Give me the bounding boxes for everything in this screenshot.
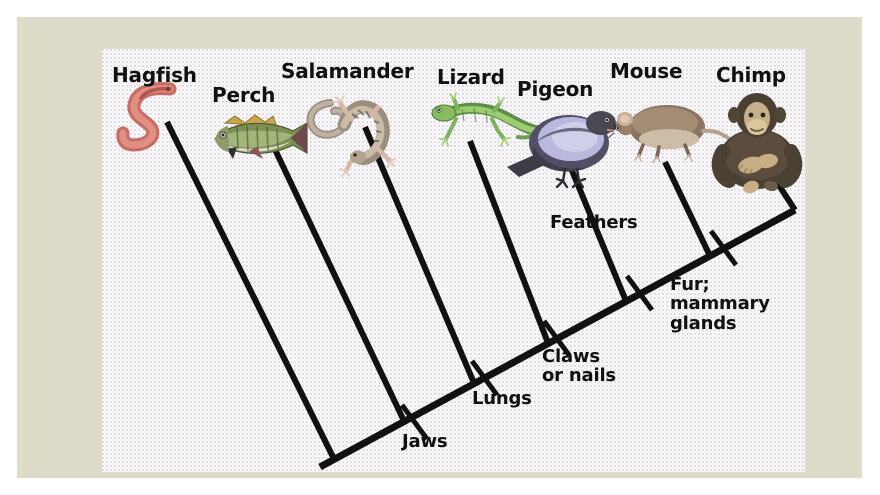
salamander-icon <box>300 85 418 177</box>
trait-label-fur-line1: Fur; <box>670 274 710 295</box>
trait-label-claws-line2: or nails <box>542 365 616 387</box>
slide-mat: Hagfish Perch Salamander Lizard Pigeon M… <box>17 17 862 478</box>
cladogram-lines <box>164 120 798 471</box>
taxon-label-perch: Perch <box>212 83 276 107</box>
perch-icon <box>197 107 322 169</box>
branch-mouse <box>662 160 713 258</box>
trait-label-claws-line1: Claws <box>542 346 600 367</box>
taxon-label-hagfish: Hagfish <box>112 63 197 87</box>
tick-feathers <box>624 274 655 312</box>
trait-label-feathers: Feathers <box>550 212 638 233</box>
pigeon-icon <box>497 101 627 191</box>
branch-lizard <box>467 139 551 345</box>
trait-label-fur-line2: mammary <box>670 293 770 315</box>
taxon-label-mouse: Mouse <box>610 59 683 83</box>
trait-label-lungs: Lungs <box>472 388 532 409</box>
branch-pigeon <box>565 159 629 303</box>
chimp-icon <box>707 85 805 195</box>
trait-label-claws: Claws or nails <box>542 347 616 386</box>
trait-label-fur-line3: glands <box>670 312 737 334</box>
tick-claws <box>541 319 572 357</box>
taxon-label-lizard: Lizard <box>437 65 505 89</box>
tick-fur-mammary <box>708 229 739 267</box>
cladogram-panel: Hagfish Perch Salamander Lizard Pigeon M… <box>102 49 805 472</box>
branch-salamander <box>362 125 477 385</box>
taxon-label-pigeon: Pigeon <box>517 77 594 101</box>
tick-lungs <box>469 359 500 397</box>
trait-label-jaws: Jaws <box>402 431 448 452</box>
branch-perch <box>267 137 407 423</box>
hagfish-icon <box>114 79 194 164</box>
taxon-label-salamander: Salamander <box>281 59 414 83</box>
mouse-icon <box>604 97 737 169</box>
tick-jaws <box>399 403 430 441</box>
trait-label-fur-mammary: Fur; mammary glands <box>670 274 770 334</box>
branch-hagfish <box>164 120 337 461</box>
taxon-label-chimp: Chimp <box>716 63 786 87</box>
